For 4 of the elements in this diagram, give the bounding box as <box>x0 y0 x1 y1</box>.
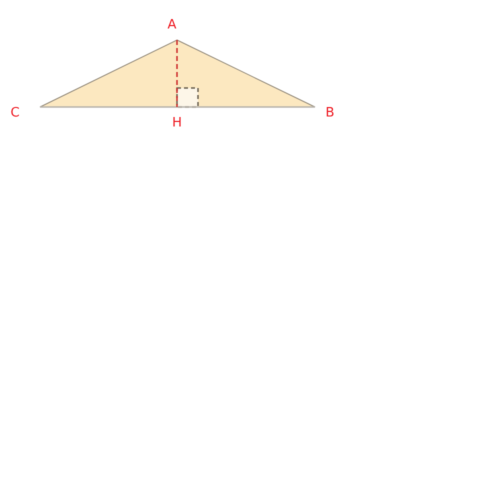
vertex-label: A <box>168 18 176 32</box>
vertex-label: B <box>326 106 334 120</box>
vertex-label: C <box>10 106 20 120</box>
vertex-label: H <box>172 116 182 130</box>
